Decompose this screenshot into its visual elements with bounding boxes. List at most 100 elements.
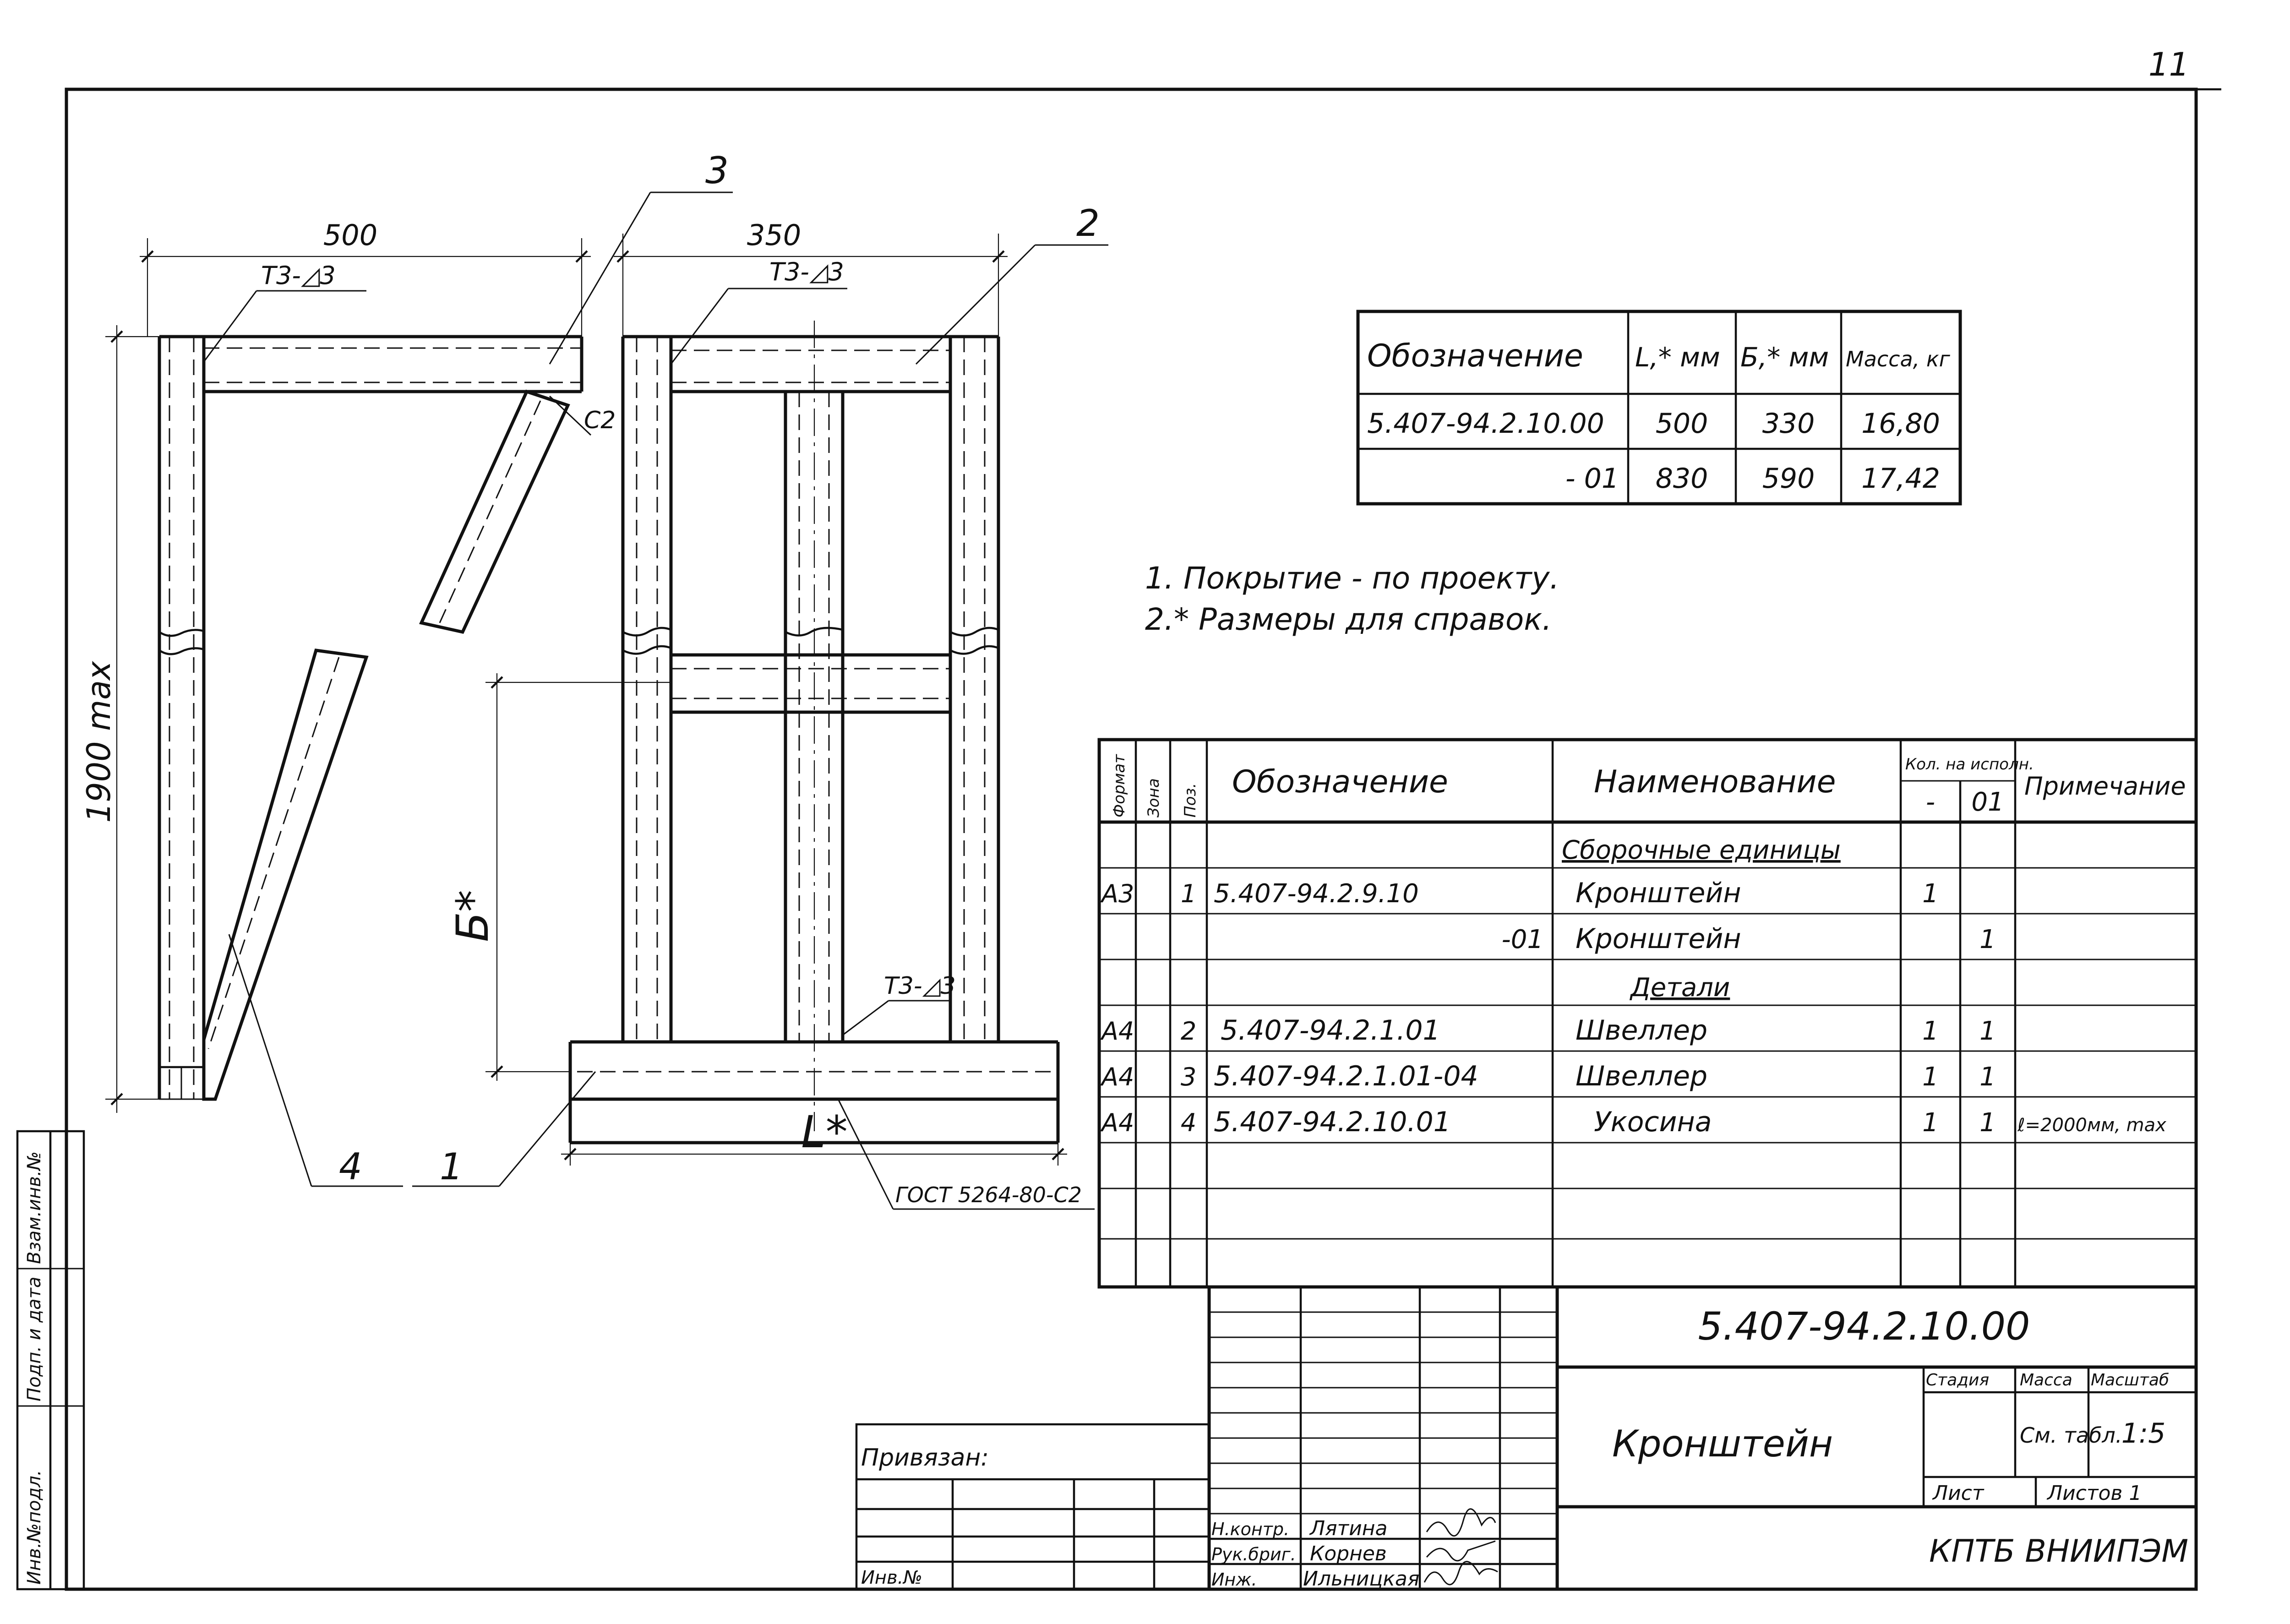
spec-cell-designation: 5.407-94.2.10.01 <box>1214 1106 1451 1138</box>
sheet-number: 11 <box>2148 46 2189 83</box>
spec-cell-designation: 5.407-94.2.1.01 <box>1221 1014 1440 1046</box>
signature <box>1426 1508 1496 1537</box>
weld-label-bottom: Т3-◿3 <box>884 972 956 1000</box>
dim-350: 350 <box>747 218 801 252</box>
side-view <box>158 335 583 1101</box>
spec-header-qty: Кол. на исполн. <box>1905 755 2034 774</box>
mass-value: См. табл. <box>2020 1423 2122 1448</box>
variants-cell: 330 <box>1762 408 1815 440</box>
spec-cell-qb: 1 <box>1979 925 1996 954</box>
organization: КПТБ ВНИИПЭМ <box>1929 1533 2188 1570</box>
variants-cell: - 01 <box>1565 463 1619 495</box>
side-stamp-replace: Взам.инв.№ <box>24 1151 45 1264</box>
spec-cell-pos: 1 <box>1181 879 1196 908</box>
weld-label-left: Т3-◿3 <box>261 261 336 290</box>
side-stamp: Инв.№подл. Подп. и дата Взам.инв.№ <box>16 1130 85 1591</box>
spec-cell-pos: 2 <box>1181 1017 1196 1046</box>
variants-cell: 17,42 <box>1861 463 1940 495</box>
signature <box>1426 1540 1496 1562</box>
dim-b-star: Б* <box>447 890 498 942</box>
note-1: 1. Покрытие - по проекту. <box>1145 561 1559 596</box>
spec-cell-format: А3 <box>1100 879 1134 908</box>
person-name: Корнев <box>1310 1542 1387 1565</box>
mass-label: Масса <box>2020 1371 2072 1390</box>
spec-cell-designation: 5.407-94.2.1.01-04 <box>1214 1060 1478 1092</box>
spec-cell-name: Кронштейн <box>1576 923 1741 955</box>
spec-section-parts: Детали <box>1629 973 1730 1003</box>
spec-header-qty-a: - <box>1926 787 1935 817</box>
variants-cell: 590 <box>1762 463 1815 495</box>
spec-cell-designation: -01 <box>1502 925 1543 954</box>
variants-cell: 830 <box>1656 463 1708 495</box>
pos-label-4: 4 <box>339 1145 362 1188</box>
spec-header-note: Примечание <box>2024 772 2186 801</box>
spec-cell-qa: 1 <box>1922 879 1939 909</box>
dims-left: 500 1900 max Т3-◿3 С2 <box>80 218 616 1113</box>
spec-header-pos: Поз. <box>1181 783 1200 817</box>
title-block: 5.407-94.2.10.00 Кронштейн Стадия Масса … <box>1207 1287 2196 1591</box>
spec-cell-qb: 1 <box>1979 1016 1996 1046</box>
gost-label: ГОСТ 5264-80-С2 <box>895 1183 1082 1207</box>
weld-label-top: Т3-◿3 <box>769 257 844 286</box>
person-role: Инж. <box>1211 1570 1257 1590</box>
front-view <box>568 321 1060 1144</box>
spec-header-format: Формат <box>1110 754 1129 817</box>
spec-cell-note: ℓ=2000мм, max <box>2017 1115 2166 1136</box>
side-stamp-sign: Подп. и дата <box>24 1277 45 1401</box>
spec-cell-qa: 1 <box>1922 1108 1939 1138</box>
spec-cell-format: А4 <box>1100 1017 1134 1046</box>
dims-front: 350 Б* L* Т3-◿3 Т3-◿3 ГОСТ 5264-80-С2 <box>447 218 1095 1210</box>
dim-1900max: 1900 max <box>80 661 118 823</box>
spec-section-assemblies: Сборочные единицы <box>1562 835 1841 865</box>
spec-header-qty-b: 01 <box>1971 787 2004 817</box>
scale-value: 1:5 <box>2121 1417 2166 1450</box>
spec-header-designation: Обозначение <box>1232 764 1448 800</box>
spec-table: Формат Зона Поз. Обозначение Наименовани… <box>1097 738 2198 1289</box>
spec-cell-qb: 1 <box>1979 1108 1996 1138</box>
spec-cell-qb: 1 <box>1979 1062 1996 1092</box>
person-role: Н.контр. <box>1211 1519 1289 1539</box>
person-role: Рук.бриг. <box>1211 1544 1296 1564</box>
sheets-label: Листов 1 <box>2046 1482 2142 1505</box>
spec-cell-format: А4 <box>1100 1108 1134 1137</box>
variants-header-l: L,* мм <box>1635 342 1720 373</box>
person-name: Лятина <box>1309 1517 1388 1540</box>
variants-header-designation: Обозначение <box>1367 338 1583 374</box>
pos-label-2: 2 <box>1076 202 1100 245</box>
inv-label: Инв.№ <box>861 1567 922 1588</box>
binding-label: Привязан: <box>861 1444 989 1471</box>
spec-cell-qa: 1 <box>1922 1016 1939 1046</box>
spec-cell-name: Швеллер <box>1576 1014 1707 1046</box>
variants-table: Обозначение L,* мм Б,* мм Масса, кг 5.40… <box>1356 310 1962 506</box>
variants-cell: 500 <box>1656 408 1708 440</box>
dim-l-star: L* <box>801 1106 847 1158</box>
sheet-label: Лист <box>1932 1482 1985 1505</box>
pos-label-3: 3 <box>705 149 729 192</box>
drawing-title: Кронштейн <box>1612 1422 1833 1465</box>
person-name: Ильницкая <box>1303 1567 1419 1591</box>
doc-number: 5.407-94.2.10.00 <box>1698 1304 2030 1349</box>
variants-header-mass: Масса, кг <box>1846 347 1951 371</box>
spec-header-zone: Зона <box>1145 778 1163 817</box>
binding-block: Привязан: Инв.№ <box>855 1423 1210 1591</box>
note-2: 2.* Размеры для справок. <box>1145 602 1552 637</box>
spec-cell-name: Укосина <box>1594 1106 1712 1138</box>
spec-header-name: Наименование <box>1594 764 1836 800</box>
variants-header-b: Б,* мм <box>1740 342 1829 373</box>
signature <box>1423 1561 1498 1586</box>
position-leaders: 3 2 4 1 <box>228 149 1108 1188</box>
sheet-frame <box>65 87 2221 1591</box>
dim-500: 500 <box>323 218 377 252</box>
stage-label: Стадия <box>1926 1371 1989 1390</box>
spec-cell-pos: 4 <box>1181 1108 1196 1137</box>
spec-cell-qa: 1 <box>1922 1062 1939 1092</box>
spec-cell-name: Кронштейн <box>1576 877 1741 909</box>
spec-cell-pos: 3 <box>1181 1063 1196 1091</box>
pos-label-1: 1 <box>440 1145 463 1188</box>
side-stamp-inv: Инв.№подл. <box>24 1470 45 1585</box>
spec-cell-format: А4 <box>1100 1063 1134 1091</box>
variants-cell: 5.407-94.2.10.00 <box>1367 408 1604 440</box>
spec-cell-name: Швеллер <box>1576 1060 1707 1092</box>
spec-cell-designation: 5.407-94.2.9.10 <box>1214 879 1419 909</box>
scale-label: Масштаб <box>2091 1371 2169 1390</box>
